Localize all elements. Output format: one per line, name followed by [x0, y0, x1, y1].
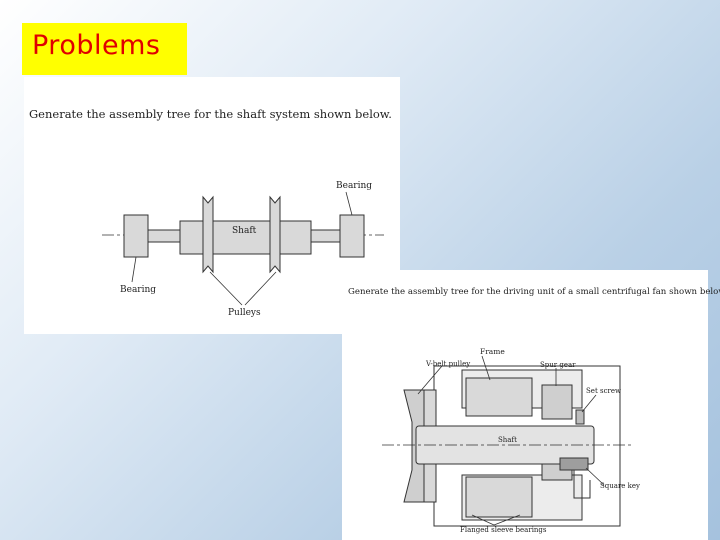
label-square-key: Square key	[600, 482, 640, 490]
problem2-panel: Generate the assembly tree for the drivi…	[342, 270, 720, 540]
spur-gear	[541, 384, 573, 420]
label-bearing-bottom: Bearing	[120, 285, 156, 295]
label-pulleys: Pulleys	[228, 308, 261, 318]
upper-bearing	[465, 377, 533, 417]
vbelt-pulley	[403, 389, 425, 503]
problem2-caption: Generate the assembly tree for the drivi…	[348, 287, 720, 297]
left-pulley	[202, 195, 214, 274]
shaft-system-diagram: Bearing Shaft Bearing Pulleys	[102, 181, 384, 318]
label-spur-gear: Spur gear	[540, 361, 576, 369]
square-key	[559, 457, 589, 471]
fan-drive-diagram: Frame V-belt pulley Spur gear Set screw …	[382, 347, 640, 534]
set-screw	[575, 409, 585, 425]
left-bearing	[123, 214, 149, 258]
label-shaft: Shaft	[498, 436, 517, 444]
right-bearing	[339, 214, 365, 258]
shaft-left-end	[147, 229, 181, 243]
label-frame: Frame	[480, 347, 505, 356]
problem1-caption: Generate the assembly tree for the shaft…	[29, 107, 392, 121]
label-vbelt-pulley: V-belt pulley	[425, 360, 470, 368]
label-bearing-top: Bearing	[336, 181, 372, 191]
problem1-panel: Generate the assembly tree for the shaft…	[24, 77, 400, 334]
label-shaft: Shaft	[232, 226, 257, 236]
label-set-screw: Set screw	[586, 387, 621, 395]
right-pulley	[269, 195, 281, 274]
shaft-right-end	[310, 229, 341, 243]
lower-bearing	[465, 476, 533, 518]
slide-title-box: Problems	[22, 23, 187, 75]
shaft-body	[179, 220, 312, 255]
label-flanged-sleeve-bearings: Flanged sleeve bearings	[460, 526, 547, 534]
slide-title: Problems	[32, 30, 161, 61]
